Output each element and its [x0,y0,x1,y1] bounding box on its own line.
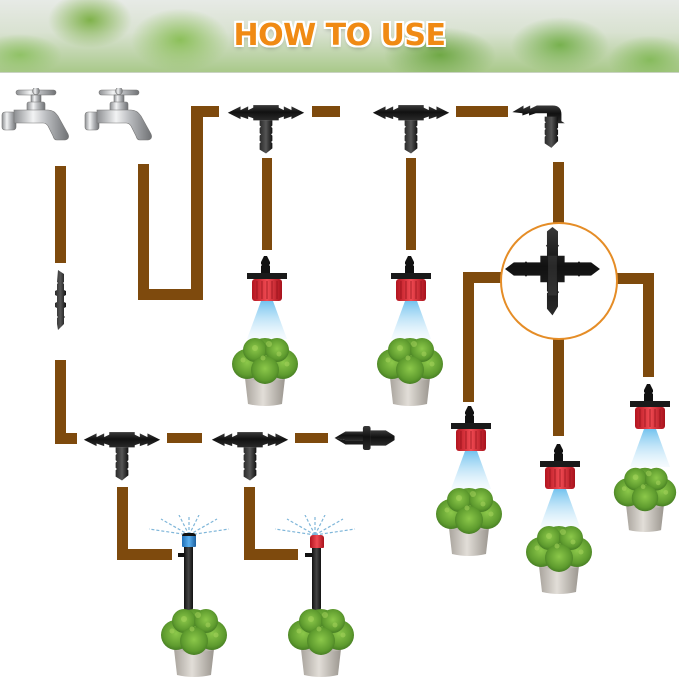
red-sprinkler-head [310,535,324,548]
pipe-segment [117,549,172,560]
tee-connector-icon [372,105,450,154]
pipe-segment [55,433,77,444]
pipe-segment [295,433,328,443]
sprinkler-stake [184,547,193,611]
pipe-segment [262,158,272,250]
pipe-segment [55,166,66,263]
pipe-segment [244,549,298,560]
pipe-segment [406,158,416,250]
pipe-segment [456,106,508,117]
pipe-segment [553,336,564,436]
pipe-segment [553,162,564,226]
pipe-segment [643,273,654,377]
tee-connector-icon [227,105,305,154]
cross-connector-icon [505,227,600,316]
pipe-segment [191,106,219,117]
potted-plant-icon [526,526,592,594]
potted-plant-icon [377,338,443,406]
pipe-segment [138,289,203,300]
red-dripper-icon [247,256,287,340]
elbow-connector-icon [512,105,565,148]
sprinkler-stake [312,548,321,611]
banner: HOW TO USE [0,0,679,73]
faucet-icon [84,88,152,141]
potted-plant-icon [436,488,502,556]
pipe-segment [138,164,149,300]
potted-plant-icon [613,467,677,532]
red-dripper-icon [451,406,491,490]
pipe-segment [614,273,654,284]
sprinkler-inlet [178,553,185,557]
pipe-segment [117,487,128,560]
pipe-segment [244,487,255,560]
red-dripper-icon [630,384,670,468]
pipe-segment [167,433,202,443]
end-plug-icon [334,426,395,450]
pipe-segment [191,106,203,300]
pipe-segment [463,272,503,283]
potted-plant-icon [288,609,354,677]
tee-connector-icon [211,432,289,481]
faucet-icon [1,88,69,141]
pipe-segment [55,360,66,444]
blue-sprinkler-head [182,533,196,547]
pipe-segment [312,106,340,117]
potted-plant-icon [232,338,298,406]
pipe-segment [463,272,474,402]
straight-coupler-icon [55,270,66,330]
red-dripper-icon [540,444,580,528]
banner-title: HOW TO USE [233,18,446,53]
sprinkler-inlet [305,553,312,557]
potted-plant-icon [161,609,227,677]
red-dripper-icon [391,256,431,340]
tee-connector-icon [83,432,161,481]
